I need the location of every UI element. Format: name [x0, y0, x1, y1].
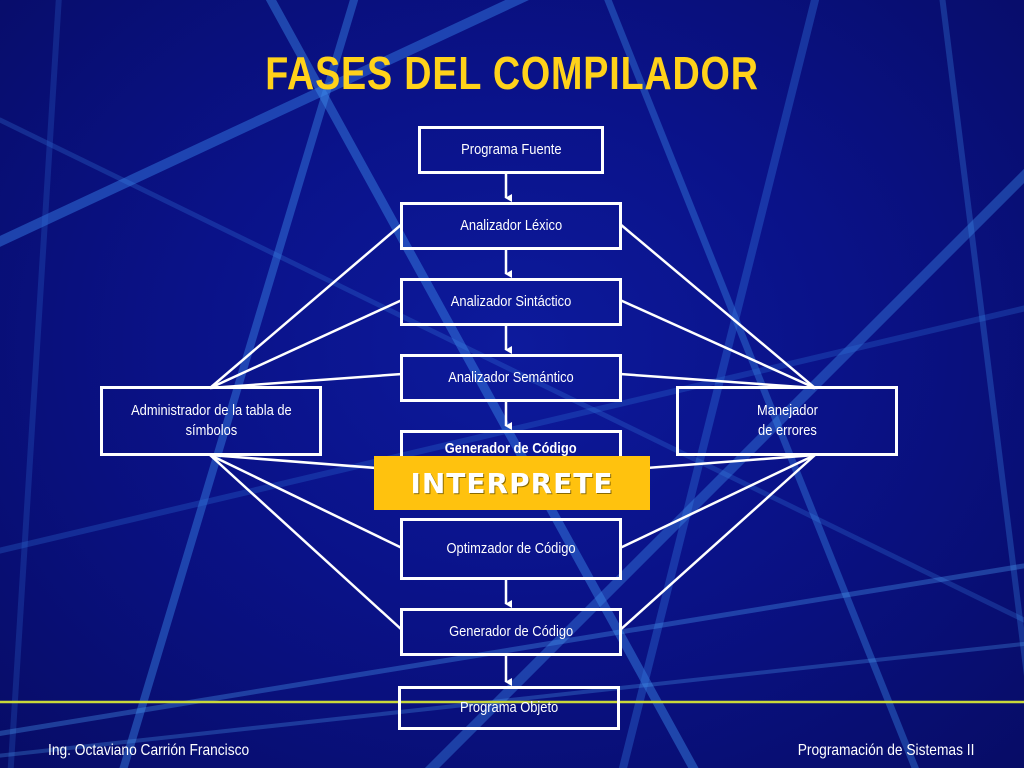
footer-author: Ing. Octaviano Carrión Francisco: [48, 742, 250, 759]
generador-codigo-box: Generador de Código: [400, 608, 622, 656]
interprete-banner: INTERPRETE: [374, 456, 650, 510]
footer-course: Programación de Sistemas II: [797, 742, 974, 759]
manejador-errores-box: Manejador de errores: [676, 386, 898, 456]
analizador-semantico-box: Analizador Semántico: [400, 354, 622, 402]
analizador-sintactico-box: Analizador Sintáctico: [400, 278, 622, 326]
programa-objeto-box: Programa Objeto: [398, 686, 620, 730]
slide-title: FASES DEL COMPILADOR: [265, 47, 759, 99]
programa-fuente-box: Programa Fuente: [418, 126, 604, 174]
analizador-lexico-box: Analizador Léxico: [400, 202, 622, 250]
optimizador-codigo-box: Optimzador de Código: [400, 518, 622, 580]
tabla-simbolos-box: Administrador de la tabla de símbolos: [100, 386, 322, 456]
